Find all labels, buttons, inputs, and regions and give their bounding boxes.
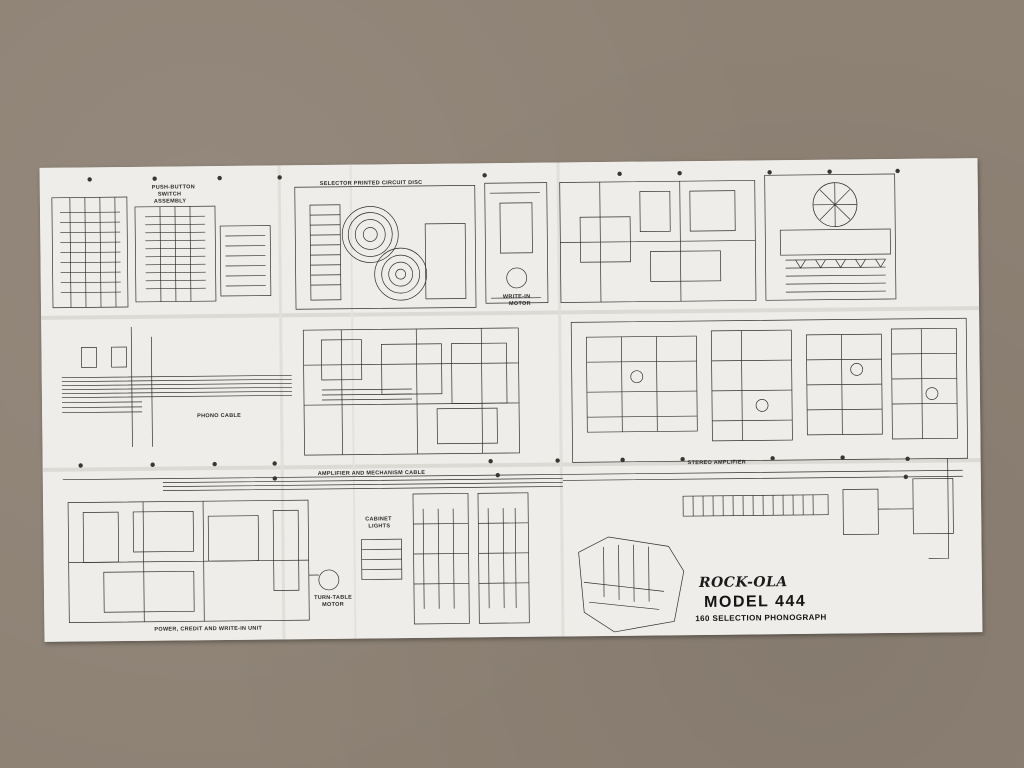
model-subtitle: 160 SELECTION PHONOGRAPH [695, 612, 827, 624]
phono-cable-label: PHONO CABLE [197, 412, 242, 420]
write-in-motor-label: MOTOR [508, 300, 531, 308]
assembly-label: ASSEMBLY [153, 198, 187, 205]
lights-label: LIGHTS [368, 523, 391, 530]
schematic-drawing [39, 158, 983, 642]
model-title: MODEL 444 [704, 592, 807, 611]
push-button-label: PUSH-BUTTON [151, 184, 196, 191]
stereo-amplifier-label: STEREO AMPLIFIER [687, 459, 747, 467]
selector-disc-label: SELECTOR PRINTED CIRCUIT DISC [319, 179, 423, 187]
turn-table-label: TURN-TABLE [314, 594, 353, 602]
schematic-sheet: PUSH-BUTTON SWITCH ASSEMBLY SELECTOR PRI… [39, 158, 983, 642]
switch-label: SWITCH [157, 191, 182, 198]
turn-table-motor-label: MOTOR [322, 601, 345, 608]
write-in-label: WRITE-IN [502, 293, 531, 301]
cabinet-label: CABINET [365, 516, 392, 523]
brand-logo: ROCK-OLA [698, 574, 788, 592]
amp-mech-cable-label: AMPLIFIER AND MECHANISM CABLE [317, 469, 426, 478]
power-unit-label: POWER, CREDIT AND WRITE-IN UNIT [154, 625, 263, 633]
